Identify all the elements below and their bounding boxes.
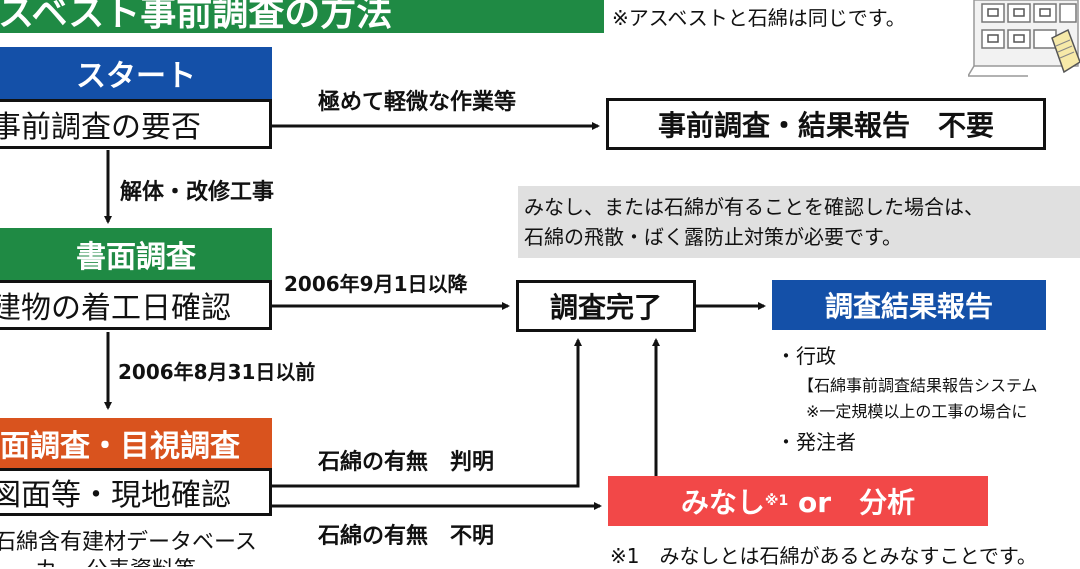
construction-date-box: 建物の着工日確認 bbox=[0, 280, 272, 330]
footnote: ※1 みなしとは石綿があるとみなすことです。 bbox=[610, 544, 1037, 568]
report-item-system: 【石綿事前調査結果報告システム bbox=[798, 376, 1038, 395]
deemed-footnote-mark: ※1 bbox=[764, 493, 789, 509]
visual-survey-header-label: 書面調査・目視調査 bbox=[0, 429, 240, 464]
file-cabinet-icon bbox=[968, 0, 1080, 77]
after-date-label: 2006年9月1日以降 bbox=[284, 272, 468, 296]
drawings-site-check-label: 図面等・現地確認 bbox=[0, 478, 231, 513]
deemed-label: みなし bbox=[680, 486, 765, 519]
construction-date-label: 建物の着工日確認 bbox=[0, 291, 231, 326]
page-title: アスベスト事前調査の方法 bbox=[0, 0, 393, 33]
visual-survey-sub-2: ー カー 公表資料等 bbox=[0, 552, 280, 567]
page-title-banner: アスベスト事前調査の方法 bbox=[0, 0, 604, 33]
report-item-scale-note: ※一定規模以上の工事の場合に bbox=[806, 402, 1028, 421]
drawings-site-check-box: 図面等・現地確認 bbox=[0, 468, 272, 516]
notice-line-2: 石綿の飛散・ばく露防止対策が必要です。 bbox=[524, 225, 902, 249]
asbestos-known-label: 石綿の有無 判明 bbox=[318, 450, 495, 475]
visual-survey-header: 書面調査・目視調査 bbox=[0, 418, 272, 468]
visual-survey-sub-1: 石綿含有建材データベース bbox=[0, 530, 257, 555]
no-survey-needed-box: 事前調査・結果報告 不要 bbox=[606, 98, 1046, 150]
report-header: 調査結果報告 bbox=[772, 280, 1046, 330]
before-date-label: 2006年8月31日以前 bbox=[118, 360, 316, 384]
start-header: スタート bbox=[0, 47, 272, 99]
report-item-client: ・発注者 bbox=[776, 430, 856, 454]
document-survey-header: 書面調査 bbox=[0, 228, 272, 280]
notice-box: みなし、または石綿が有ることを確認した場合は、 石綿の飛散・ばく露防止対策が必要… bbox=[518, 186, 1080, 258]
pre-survey-necessity-label: 事前調査の要否 bbox=[0, 110, 201, 145]
asbestos-unknown-label: 石綿の有無 不明 bbox=[318, 524, 495, 549]
demolition-label: 解体・改修工事 bbox=[120, 180, 275, 205]
report-item-admin: ・行政 bbox=[776, 344, 836, 368]
notice-line-1: みなし、または石綿が有ることを確認した場合は、 bbox=[524, 195, 984, 219]
or-analysis-label: or 分析 bbox=[788, 486, 916, 519]
survey-complete-box: 調査完了 bbox=[516, 280, 696, 332]
trivial-work-label: 極めて軽微な作業等 bbox=[318, 90, 517, 115]
note-top: ※アスベストと石綿は同じです。 bbox=[612, 6, 906, 30]
pre-survey-necessity-box: 事前調査の要否 bbox=[0, 99, 272, 149]
deemed-or-analysis-box: みなし※1 or 分析 bbox=[608, 476, 988, 526]
arrow-known-to-complete bbox=[272, 338, 582, 488]
